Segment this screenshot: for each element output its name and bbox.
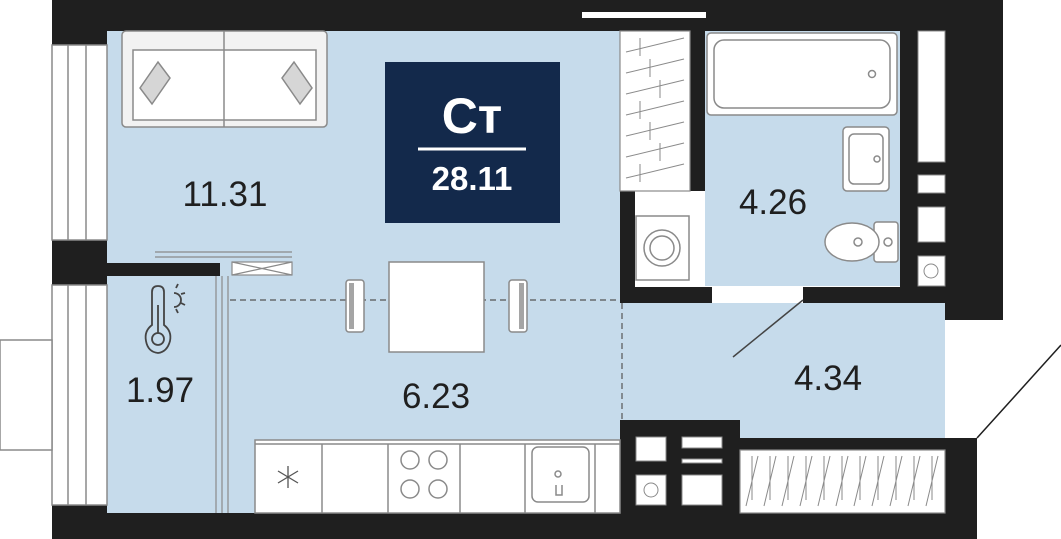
- shaft-boxes: [635, 30, 946, 506]
- wall-bath-left: [690, 31, 705, 191]
- area-label-hallway: 4.34: [794, 359, 862, 398]
- apartment-badge: Ст 28.11: [385, 62, 560, 223]
- window-left-upper: [51, 44, 108, 241]
- entrance-door: [732, 299, 1061, 439]
- wall-right-upper: [945, 0, 1003, 320]
- stove: [400, 450, 448, 499]
- area-label-living: 11.31: [183, 175, 268, 214]
- wardrobe: [619, 30, 691, 192]
- wall-closet-left: [620, 191, 635, 303]
- wall-left-bottom: [52, 505, 107, 539]
- window-left-lower: [51, 284, 108, 506]
- bathtub: [706, 32, 898, 116]
- wall-hall-bottom: [740, 438, 945, 450]
- kitchen-counter: [254, 439, 621, 514]
- toilet: [824, 221, 899, 263]
- wall-top: [52, 0, 1003, 31]
- wall-left-top: [52, 0, 107, 45]
- wall-right-lower: [945, 438, 977, 539]
- area-label-kitchen: 6.23: [402, 377, 470, 416]
- bathroom-sink: [842, 126, 890, 192]
- door-swing-line: [732, 299, 804, 358]
- windows: [0, 12, 706, 506]
- wall-bottom: [52, 513, 946, 539]
- wall-balcony-divider: [107, 263, 220, 276]
- window-top-vent: [582, 12, 706, 18]
- kitchen-sink: [531, 446, 590, 503]
- wall-left-mid: [52, 240, 107, 285]
- badge-background: [385, 62, 560, 223]
- area-label-balcony: 1.97: [126, 371, 194, 410]
- thermometer-sun-icon: [144, 283, 186, 354]
- area-label-bathroom: 4.26: [739, 183, 807, 222]
- dining-table: [345, 261, 528, 353]
- hallway-closet: [739, 449, 946, 514]
- snowflake-icon: [277, 466, 299, 488]
- badge-type: Ст: [442, 88, 503, 144]
- badge-total-area: 28.11: [432, 160, 513, 197]
- washing-machine: [635, 215, 690, 281]
- wall-bath-bottom-left: [620, 287, 712, 303]
- balcony-partition: [155, 251, 293, 513]
- window-balcony-outer: [0, 339, 53, 451]
- sofa: [121, 30, 328, 128]
- floor-hallway: [620, 303, 945, 438]
